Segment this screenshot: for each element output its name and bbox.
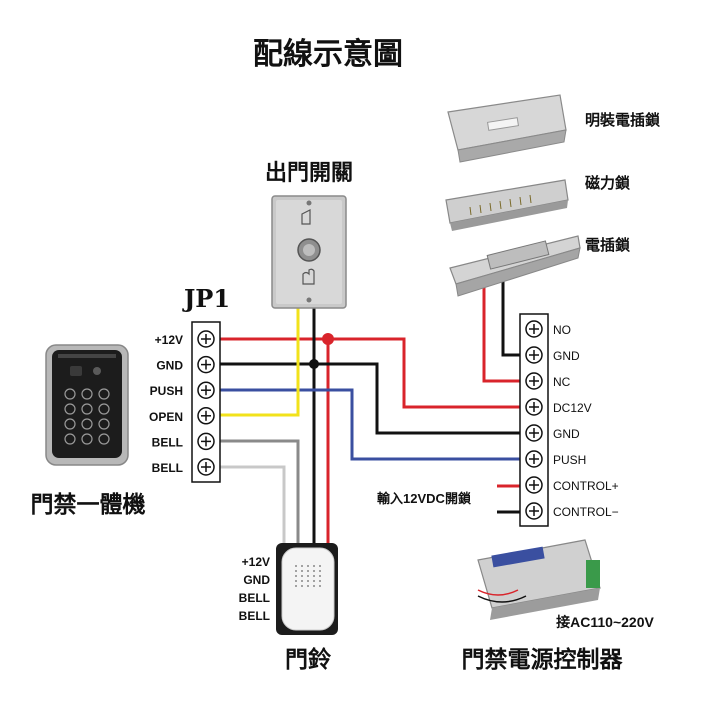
- wire-12v: [220, 337, 520, 409]
- diagram-title: 配線示意圖: [253, 37, 403, 72]
- surface-bolt-lock: [447, 94, 567, 163]
- power-supply: [477, 539, 601, 620]
- grille-hole: [313, 570, 315, 572]
- keypad-key: [64, 403, 76, 415]
- electric-bolt-label: 電插鎖: [585, 236, 631, 254]
- controller-label: 門禁電源控制器: [462, 646, 624, 673]
- supply-terminals: [586, 560, 600, 588]
- wire-gnd: [220, 362, 520, 435]
- grille-hole: [295, 565, 297, 567]
- card-reader-icon: [70, 366, 82, 376]
- hand-press-icon: [302, 268, 315, 285]
- keypad-key: [98, 403, 110, 415]
- doorbell-label: 門鈴: [285, 646, 332, 673]
- jp1-terminals: +12V GND PUSH OPEN BELL BELL: [149, 330, 215, 476]
- grille-hole: [307, 565, 309, 567]
- controller-block: [519, 313, 549, 527]
- controller-terminal-label: DC12V: [553, 401, 592, 415]
- grille-hole: [301, 575, 303, 577]
- wire-open: [220, 298, 300, 417]
- keypad-key: [64, 418, 76, 430]
- grille-hole: [319, 575, 321, 577]
- keypad-device[interactable]: [45, 344, 129, 466]
- grille-hole: [301, 585, 303, 587]
- surface-bolt-label: 明裝電插鎖: [585, 111, 661, 129]
- grille-hole: [313, 580, 315, 582]
- grille-hole: [319, 585, 321, 587]
- grille-hole: [307, 580, 309, 582]
- jp1-block: [191, 321, 221, 483]
- controller-terminal-label: NC: [553, 375, 571, 389]
- grille-hole: [313, 575, 315, 577]
- controller-terminal-label: CONTROL−: [553, 505, 619, 519]
- wires: [220, 276, 520, 545]
- grille-hole: [319, 570, 321, 572]
- grille-hole: [301, 565, 303, 567]
- keypad-label: 門禁一體機: [31, 491, 146, 518]
- controller-terminals: NO GND NC DC12V GND PUSH CONTROL+ CONTROL−: [525, 320, 619, 520]
- jp1-terminal-label: +12V: [155, 333, 183, 347]
- jp1-terminal-label: OPEN: [149, 410, 183, 424]
- grille-hole: [295, 575, 297, 577]
- keypad-key: [81, 418, 93, 430]
- grille-hole: [319, 565, 321, 567]
- magnetic-lock-label: 磁力鎖: [585, 174, 631, 192]
- keypad-key: [81, 433, 93, 445]
- junction-dot-black: [309, 359, 319, 369]
- doorbell-terminal-label: GND: [243, 573, 270, 587]
- exit-switch-label: 出門開關: [265, 160, 353, 186]
- wire-bell-1: [220, 439, 300, 545]
- doorbell-terminal-label: +12V: [242, 555, 270, 569]
- jp1-terminal-label: PUSH: [150, 384, 183, 398]
- grille-hole: [301, 570, 303, 572]
- ac-note: 接AC110~220V: [556, 614, 654, 630]
- jp1-terminal-label: BELL: [152, 435, 183, 449]
- grille-hole: [307, 570, 309, 572]
- keypad-key: [98, 388, 110, 400]
- controller-terminal-label: PUSH: [553, 453, 586, 467]
- controller-terminal-label: GND: [553, 349, 580, 363]
- input-note: 輸入12VDC開鎖: [377, 491, 472, 506]
- grille-hole: [301, 580, 303, 582]
- controller-terminal-label: NO: [553, 323, 571, 337]
- doorbell-terminals: +12V GND BELL BELL: [239, 555, 271, 623]
- doorbell-device: [276, 543, 338, 635]
- grille-hole: [307, 575, 309, 577]
- controller-terminal-label: CONTROL+: [553, 479, 619, 493]
- door-icon: [301, 209, 311, 225]
- exit-switch[interactable]: [271, 195, 347, 309]
- grille-hole: [313, 565, 315, 567]
- grille-hole: [319, 580, 321, 582]
- wire-lock-nc: [482, 282, 520, 383]
- doorbell-terminal-label: BELL: [239, 609, 270, 623]
- wire-lock-gnd: [501, 276, 520, 357]
- jp1-terminal-label: GND: [156, 359, 183, 373]
- wire-push: [220, 388, 520, 461]
- grille-hole: [313, 585, 315, 587]
- keypad-keys: [64, 388, 110, 445]
- keypad-key: [98, 418, 110, 430]
- jp1-terminal-label: BELL: [152, 461, 183, 475]
- grille-hole: [307, 585, 309, 587]
- grille-hole: [295, 585, 297, 587]
- grille-hole: [295, 580, 297, 582]
- doorbell-terminal-label: BELL: [239, 591, 270, 605]
- keypad-key: [64, 433, 76, 445]
- wire-bell-2: [220, 465, 286, 545]
- junction-dot-red: [322, 333, 334, 345]
- jp1-label: JP1: [182, 284, 230, 313]
- keypad-key: [98, 433, 110, 445]
- keypad-key: [64, 388, 76, 400]
- grille-hole: [295, 570, 297, 572]
- controller-terminal-label: GND: [553, 427, 580, 441]
- keypad-key: [81, 403, 93, 415]
- magnetic-lock: [445, 179, 569, 231]
- keypad-key: [81, 388, 93, 400]
- doorbell-speaker-grille: [295, 565, 321, 587]
- electric-bolt-lock: [449, 235, 581, 297]
- supply-label-plate: [491, 546, 545, 568]
